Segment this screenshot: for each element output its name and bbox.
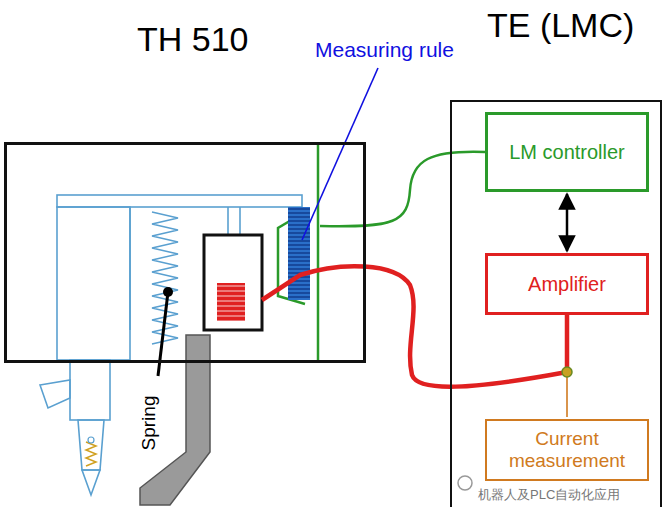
leader-line [302, 68, 378, 240]
coil-housing [204, 235, 262, 330]
measuring-rule [288, 207, 310, 300]
coil [217, 283, 245, 321]
box-label: LM controller [509, 141, 625, 164]
module-box: LM controller [485, 112, 649, 192]
encoder-wire [320, 152, 485, 227]
probe-frame [40, 195, 302, 495]
housing-title: TE (LMC) [487, 6, 634, 45]
connector [566, 194, 569, 251]
housing: TE (LMC)LM controllerAmplifierCurrent me… [450, 100, 662, 507]
housing-title: TH 510 [137, 20, 249, 59]
box-label: Amplifier [528, 273, 606, 296]
tip [88, 437, 94, 443]
part-label: Spring [138, 396, 160, 451]
leader-line [158, 292, 168, 376]
part-label: Measuring rule [315, 38, 454, 62]
watermark-icon [458, 476, 472, 490]
tip-spring [86, 442, 96, 466]
housing: TH 510 [4, 142, 366, 363]
leader-dot [163, 287, 173, 297]
module-box: Current measurement [485, 419, 649, 481]
watermark: 机器人及PLC自动化应用 [476, 486, 622, 504]
junction-dot [562, 367, 572, 377]
box-label: Current measurement [495, 428, 639, 472]
module-box: Amplifier [485, 253, 649, 315]
mount-line [317, 142, 320, 363]
